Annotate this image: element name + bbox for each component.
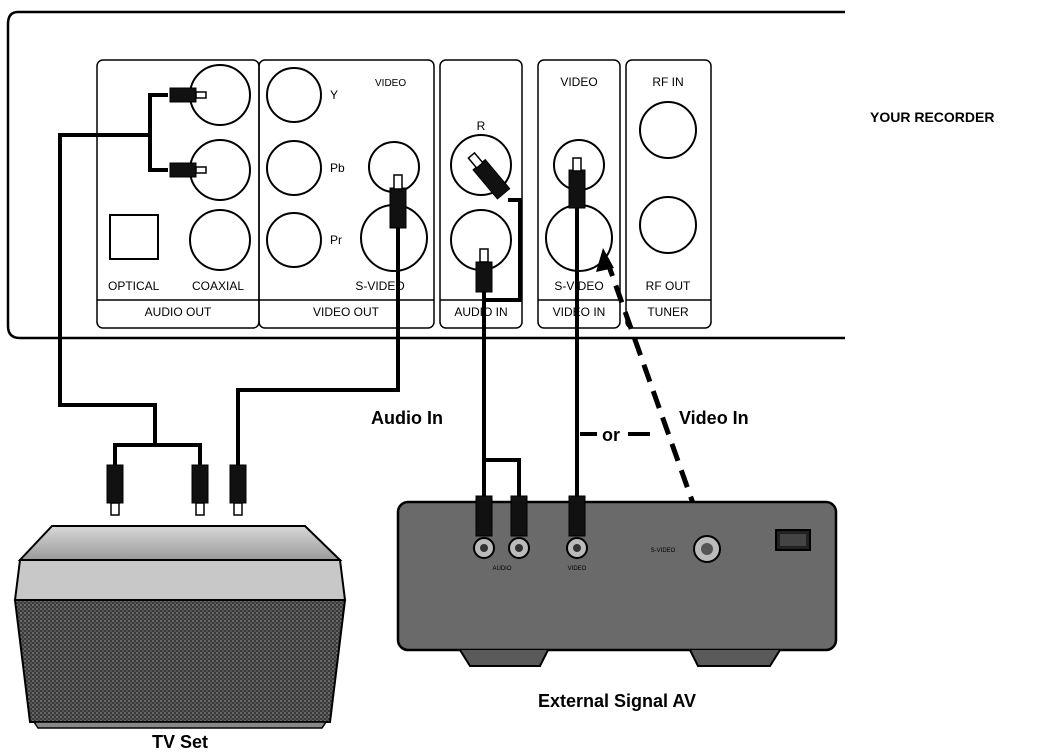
rf-in-jack [639,101,697,159]
recorder-title: YOUR RECORDER [870,109,994,125]
pb-label: Pb [330,161,345,175]
external-plugs [475,495,586,537]
audio-out-label: AUDIO OUT [145,305,212,319]
rf-out-label: RF OUT [646,279,691,293]
video-out-label: VIDEO OUT [313,305,380,319]
rf-in-label: RF IN [652,75,683,89]
tv-set: TV Set [13,525,347,752]
video-out-top-label: VIDEO [375,78,406,89]
audio-in-label: AUDIO IN [454,305,507,319]
tv-set-label: TV Set [152,732,208,752]
cables [58,93,709,541]
arrow-head-icon [596,248,614,272]
recorder-plugs [169,87,586,293]
tv-plugs [106,464,247,516]
ext-video-label: VIDEO [568,566,587,572]
y-jack [266,67,322,123]
optical-port [109,214,159,260]
tuner-label: TUNER [647,305,689,319]
ext-s-video-label: S-VIDEO [651,548,676,554]
video-in-top-label: VIDEO [560,75,597,89]
pb-jack [266,140,322,196]
external-device: AUDIO VIDEO S-VIDEO [396,500,838,667]
recorder-panel: YOUR RECORDER AUDIO OUT VIDEO OUT AUDIO … [6,10,994,340]
or-label: or [602,425,620,445]
optical-label: OPTICAL [108,279,160,293]
audio-in-cable-r [484,198,522,302]
tv-video-cable [236,225,400,470]
y-label: Y [330,88,338,102]
audio-in-r-label: R [477,119,486,133]
pr-jack [266,212,322,268]
coaxial-jack [189,209,251,271]
rf-out-jack [639,196,697,254]
ext-audio-label: AUDIO [492,566,511,572]
video-out-section [258,59,435,329]
tuner-section [625,59,712,329]
video-in-cable-label: Video In [679,408,749,428]
external-device-label: External Signal AV [538,691,696,711]
tv-audio-cable [148,93,168,172]
s-video-out-label: S-VIDEO [355,279,404,293]
pr-label: Pr [330,233,342,247]
audio-in-cable-label: Audio In [371,408,443,428]
s-video-in-cable [602,254,709,541]
coaxial-label: COAXIAL [192,279,244,293]
audio-in-section [439,59,523,329]
